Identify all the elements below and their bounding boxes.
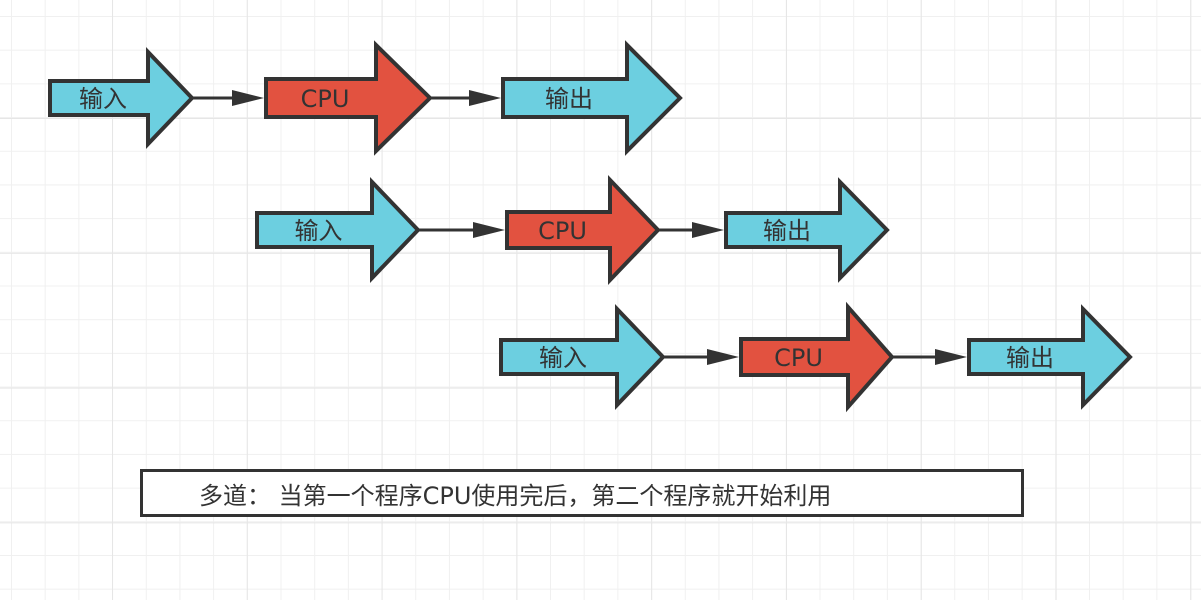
stage-cpu: CPU: [739, 301, 895, 413]
stage-cpu: CPU: [505, 175, 661, 285]
block-arrow-shape: [501, 40, 683, 156]
block-arrow-shape: [48, 47, 195, 149]
block-arrow-shape: [967, 304, 1133, 410]
row-program-1: 输入 CPU 输出: [48, 40, 683, 156]
caption-box: 多道： 当第一个程序CPU使用完后，第二个程序就开始利用: [140, 469, 1024, 517]
connector-arrow: [658, 222, 724, 238]
stage-input: 输入: [255, 177, 421, 283]
stage-label: 输出: [763, 217, 811, 245]
block-arrow-shape: [505, 175, 661, 285]
connector-arrow: [192, 90, 264, 106]
stage-output: 输出: [501, 40, 683, 156]
connector-arrowhead: [469, 90, 501, 106]
caption-text: 多道： 当第一个程序CPU使用完后，第二个程序就开始利用: [199, 481, 832, 510]
row-program-3: 输入 CPU 输出: [499, 301, 1133, 413]
connector-arrowhead: [473, 222, 505, 238]
stage-label: 输入: [295, 217, 343, 245]
connector-arrowhead: [232, 90, 264, 106]
connector-arrow: [418, 222, 505, 238]
stage-label: 输入: [79, 85, 127, 113]
stage-label: CPU: [301, 85, 350, 113]
block-arrow-shape: [724, 177, 890, 283]
stage-label: 输出: [545, 85, 593, 113]
block-arrow-shape: [264, 40, 433, 156]
connector-arrowhead: [707, 349, 739, 365]
connector-arrow: [663, 349, 739, 365]
connector-arrow: [892, 349, 967, 365]
connector-arrowhead: [692, 222, 724, 238]
stage-input: 输入: [48, 47, 195, 149]
stage-label: 输出: [1006, 344, 1054, 372]
block-arrow-shape: [499, 304, 666, 410]
stage-input: 输入: [499, 304, 666, 410]
stage-label: CPU: [774, 344, 823, 372]
stage-cpu: CPU: [264, 40, 433, 156]
connector-arrow: [430, 90, 501, 106]
block-arrow-shape: [739, 301, 895, 413]
row-program-2: 输入 CPU 输出: [255, 175, 890, 285]
stage-label: 输入: [539, 344, 587, 372]
connector-arrowhead: [935, 349, 967, 365]
block-arrow-shape: [255, 177, 421, 283]
stage-label: CPU: [538, 217, 587, 245]
stage-output: 输出: [724, 177, 890, 283]
stage-output: 输出: [967, 304, 1133, 410]
